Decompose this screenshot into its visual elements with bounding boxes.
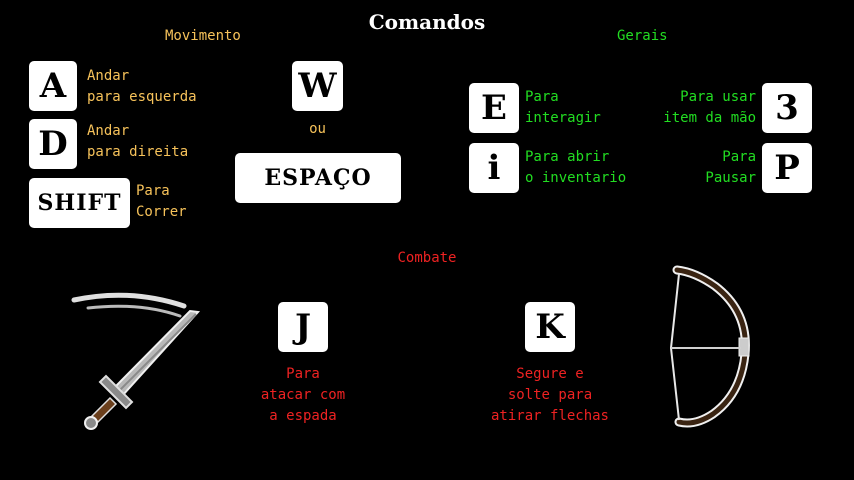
- interact-line1: Para: [525, 89, 559, 105]
- shoot-line2: solte para: [507, 387, 593, 403]
- or-label: ou: [309, 121, 326, 137]
- run-line2: Correr: [136, 204, 187, 220]
- attack-line1: Para: [286, 366, 320, 382]
- run-description: Para Correr: [136, 181, 187, 223]
- use-item-description: Para usar item da mão: [663, 87, 756, 129]
- key-i-button[interactable]: i: [469, 143, 519, 193]
- shoot-line1: Segure e: [516, 366, 584, 382]
- move-right-description: Andar para direita: [87, 121, 188, 163]
- pause-line2: Pausar: [705, 170, 756, 186]
- key-shift-button[interactable]: SHIFT: [29, 178, 130, 228]
- key-d-button[interactable]: D: [29, 119, 77, 169]
- key-space-button[interactable]: ESPAÇO: [235, 153, 401, 203]
- use-item-line1: Para usar: [680, 89, 756, 105]
- move-right-line1: Andar: [87, 123, 130, 139]
- inventory-line1: Para abrir: [525, 149, 610, 165]
- shoot-description: Segure e solte para atirar flechas: [475, 364, 625, 427]
- move-left-line1: Andar: [87, 68, 130, 84]
- movement-section-title: Movimento: [165, 28, 241, 44]
- move-left-line2: para esquerda: [87, 89, 197, 105]
- key-e-button[interactable]: E: [469, 83, 519, 133]
- attack-description: Para atacar com a espada: [228, 364, 378, 427]
- pause-description: Para Pausar: [705, 147, 756, 189]
- key-a-button[interactable]: A: [29, 61, 77, 111]
- key-3-button[interactable]: 3: [762, 83, 812, 133]
- use-item-line2: item da mão: [663, 110, 756, 126]
- interact-line2: interagir: [525, 110, 601, 126]
- page-title: Comandos: [368, 10, 486, 34]
- move-right-line2: para direita: [87, 144, 189, 160]
- move-left-description: Andar para esquerda: [87, 66, 197, 108]
- general-section-title: Gerais: [617, 28, 668, 44]
- attack-line3: a espada: [269, 408, 337, 424]
- key-j-button[interactable]: J: [278, 302, 328, 352]
- key-w-button[interactable]: W: [292, 61, 343, 111]
- attack-line2: atacar com: [260, 387, 346, 403]
- key-p-button[interactable]: P: [762, 143, 812, 193]
- run-line1: Para: [136, 183, 170, 199]
- bow-icon: [669, 265, 750, 428]
- shoot-line3: atirar flechas: [490, 408, 609, 424]
- key-k-button[interactable]: K: [525, 302, 575, 352]
- interact-description: Para interagir: [525, 87, 601, 129]
- inventory-line2: o inventario: [525, 170, 627, 186]
- combat-section-title: Combate: [397, 250, 457, 266]
- inventory-description: Para abrir o inventario: [525, 147, 626, 189]
- sword-icon: [71, 292, 201, 430]
- pause-line1: Para: [722, 149, 756, 165]
